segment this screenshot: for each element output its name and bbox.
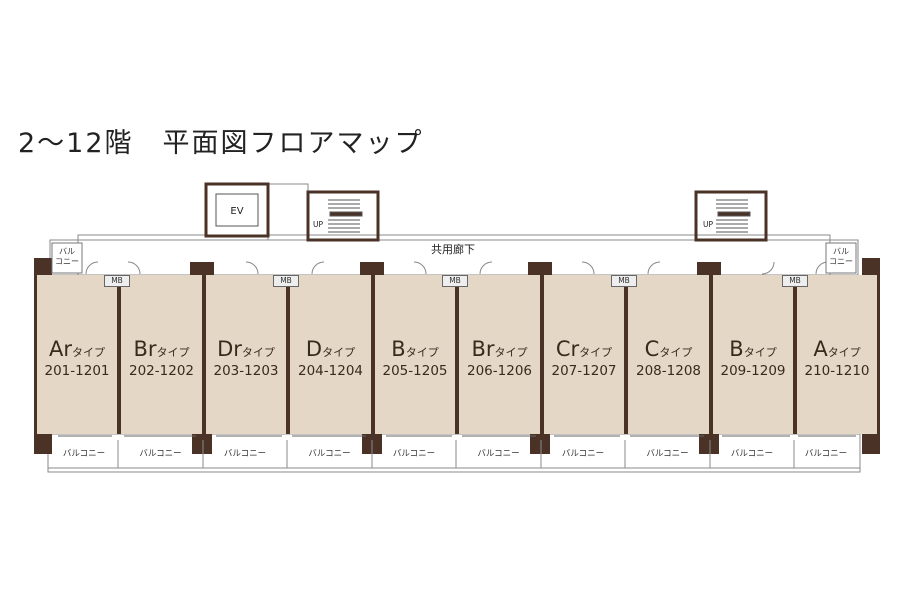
page-title: 2～12階 平面図フロアマップ [18, 128, 424, 159]
meter-box: MB [273, 275, 299, 287]
balcony: バルコニー [62, 449, 106, 459]
stairs-up-label: UP [313, 220, 324, 229]
balcony: バルコニー [646, 449, 689, 459]
unit-type-letter: Ar [49, 337, 72, 361]
unit-type-suffix: タイプ [494, 346, 528, 359]
unit-type-letter: B [391, 337, 406, 361]
unit-type-suffix: タイプ [322, 346, 356, 359]
unit-room-numbers: 205-1205 [382, 363, 448, 379]
unit-201-1201[interactable]: Arタイプ 201-1201 [34, 275, 120, 434]
door-swings [85, 261, 829, 275]
balcony: バルコニー [561, 449, 605, 459]
unit-type-label: Bタイプ [375, 337, 455, 361]
corner-balcony-right: バル コニー [826, 247, 856, 267]
balcony: バルコニー [223, 449, 267, 459]
unit-208-1208[interactable]: Cタイプ 208-1208 [625, 275, 712, 434]
unit-room-numbers: 202-1202 [129, 363, 194, 379]
corner-balcony-label: コニー [55, 257, 79, 266]
balcony: バルコニー [392, 449, 436, 459]
balcony: バルコニー [139, 449, 182, 459]
balcony: バルコニー [477, 449, 520, 459]
unit-type-suffix: タイプ [156, 346, 190, 359]
corner-balcony-label: バル [833, 247, 849, 256]
unit-type-label: Aタイプ [797, 337, 877, 361]
unit-type-suffix: タイプ [827, 346, 861, 359]
balcony: バルコニー [730, 449, 774, 459]
meter-box: MB [442, 275, 468, 287]
meter-box: MB [611, 275, 637, 287]
unit-room-numbers: 204-1204 [298, 363, 363, 379]
stairs-up-label: UP [703, 220, 714, 229]
unit-type-letter: C [644, 337, 660, 361]
unit-202-1202[interactable]: Brタイプ 202-1202 [118, 275, 205, 434]
balcony: バルコニー [804, 449, 848, 459]
unit-type-letter: D [305, 337, 323, 361]
unit-type-letter: Br [471, 337, 495, 361]
unit-type-label: Drタイプ [206, 337, 286, 361]
unit-type-letter: Cr [555, 337, 580, 361]
unit-207-1207[interactable]: Crタイプ 207-1207 [541, 275, 627, 434]
unit-205-1205[interactable]: Bタイプ 205-1205 [372, 275, 458, 434]
unit-type-letter: A [813, 337, 828, 361]
unit-room-numbers: 206-1206 [467, 363, 532, 379]
stairs-right [694, 190, 768, 242]
unit-type-letter: B [729, 337, 744, 361]
unit-type-label: Arタイプ [37, 337, 117, 361]
meter-box: MB [104, 275, 130, 287]
unit-type-label: Brタイプ [121, 337, 202, 361]
unit-type-label: Cタイプ [628, 337, 709, 361]
unit-type-suffix: タイプ [579, 346, 613, 359]
unit-room-numbers: 201-1201 [44, 363, 110, 379]
unit-type-letter: Br [133, 337, 157, 361]
unit-type-suffix: タイプ [405, 346, 439, 359]
balcony: バルコニー [308, 449, 351, 459]
unit-type-letter: Dr [217, 337, 242, 361]
corner-balcony-label: コニー [829, 257, 853, 266]
unit-room-numbers: 207-1207 [551, 363, 617, 379]
unit-203-1203[interactable]: Drタイプ 203-1203 [203, 275, 289, 434]
unit-210-1210[interactable]: Aタイプ 210-1210 [794, 275, 880, 434]
corridor-label: 共用廊下 [431, 243, 475, 256]
unit-type-suffix: タイプ [659, 346, 693, 359]
elevator-label: EV [230, 206, 244, 217]
unit-type-suffix: タイプ [241, 346, 275, 359]
unit-type-label: Dタイプ [290, 337, 371, 361]
unit-206-1206[interactable]: Brタイプ 206-1206 [456, 275, 543, 434]
meter-box: MB [782, 275, 808, 287]
corner-balcony-label: バル [59, 247, 75, 256]
unit-209-1209[interactable]: Bタイプ 209-1209 [710, 275, 796, 434]
unit-type-suffix: タイプ [72, 346, 105, 359]
unit-room-numbers: 208-1208 [636, 363, 701, 379]
unit-type-label: Crタイプ [544, 337, 624, 361]
unit-type-label: Bタイプ [713, 337, 793, 361]
unit-type-label: Brタイプ [459, 337, 540, 361]
unit-room-numbers: 203-1203 [213, 363, 279, 379]
unit-type-suffix: タイプ [743, 346, 777, 359]
unit-204-1204[interactable]: Dタイプ 204-1204 [287, 275, 374, 434]
corner-balcony-left: バル コニー [52, 247, 82, 267]
unit-room-numbers: 210-1210 [804, 363, 870, 379]
stairs-left [306, 190, 380, 242]
unit-room-numbers: 209-1209 [720, 363, 786, 379]
